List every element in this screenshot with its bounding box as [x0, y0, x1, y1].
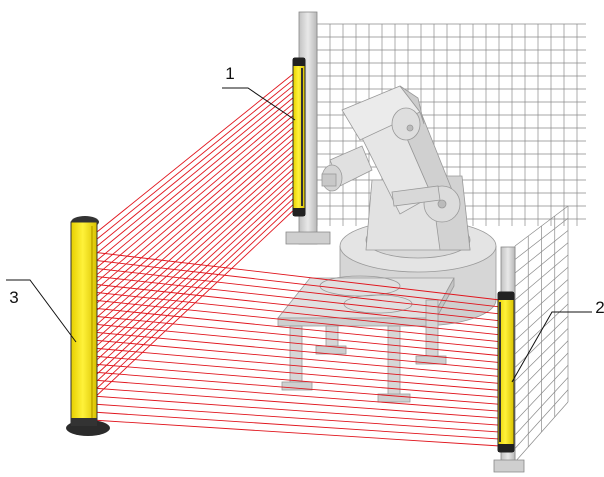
fence-wire [514, 389, 569, 449]
callout-label-2: 2 [595, 298, 604, 317]
light-beam [91, 363, 501, 398]
fence-wire [514, 217, 569, 260]
callout-label-3: 3 [9, 288, 18, 307]
fence-wire [514, 291, 569, 341]
work-table [277, 275, 455, 403]
fence-wire [514, 242, 569, 287]
light-beam [91, 403, 501, 433]
fence-wire [514, 315, 569, 368]
light-beam [91, 355, 501, 391]
callout-leaders [6, 87, 592, 383]
light-beam [91, 331, 501, 370]
light-beam [91, 176, 299, 365]
robot-arm [321, 85, 471, 251]
light-beam [91, 315, 501, 357]
light-beam [91, 69, 299, 237]
light-beam [91, 275, 501, 322]
light-beam [91, 347, 501, 384]
light-beam [91, 158, 299, 344]
light-beam [91, 122, 299, 301]
light-beam [91, 199, 299, 394]
light-beam [91, 193, 299, 387]
light-beam [91, 93, 299, 265]
fence-wire [514, 279, 569, 328]
light-beam [91, 87, 299, 258]
light-beam [91, 323, 501, 364]
fence-wire [514, 205, 569, 247]
fence-wire [514, 254, 569, 301]
fence-wire [514, 401, 569, 463]
light-beam [91, 339, 501, 377]
light-beam [91, 146, 299, 330]
light-curtain-3 [66, 216, 110, 436]
light-beam [91, 283, 501, 329]
fence-grid-side [514, 205, 569, 463]
light-beam [91, 299, 501, 343]
light-beam [91, 99, 299, 272]
light-beam [91, 307, 501, 350]
light-beams [91, 69, 501, 447]
fence-wire [514, 377, 569, 436]
side-fence [514, 205, 569, 463]
fence-wire [514, 230, 569, 274]
light-beam [91, 259, 501, 308]
light-beam [91, 111, 299, 287]
fence-wire [514, 352, 569, 409]
fence-wire [514, 328, 569, 382]
light-beam [91, 251, 501, 301]
fence-wire [514, 266, 569, 314]
light-beam [91, 187, 299, 379]
light-beam [91, 387, 501, 419]
back-fence [316, 23, 586, 226]
light-curtain-2 [497, 291, 515, 453]
light-beam [91, 140, 299, 322]
light-beam [91, 379, 501, 412]
light-beam [91, 267, 501, 315]
light-beam [91, 419, 501, 447]
light-curtain-1 [292, 57, 306, 217]
light-beam [91, 134, 299, 315]
fence-wire [514, 365, 569, 422]
light-beam [91, 371, 501, 405]
light-beam [91, 81, 299, 251]
callout-label-1: 1 [225, 64, 234, 83]
light-beam [91, 152, 299, 337]
fence-grid [316, 23, 586, 226]
light-beam [91, 411, 501, 440]
light-beam [91, 105, 299, 280]
fence-wire [514, 340, 569, 395]
light-beam [91, 182, 299, 372]
light-beam [91, 128, 299, 308]
light-beam [91, 75, 299, 244]
light-beam [91, 291, 501, 336]
light-beam [91, 395, 501, 426]
